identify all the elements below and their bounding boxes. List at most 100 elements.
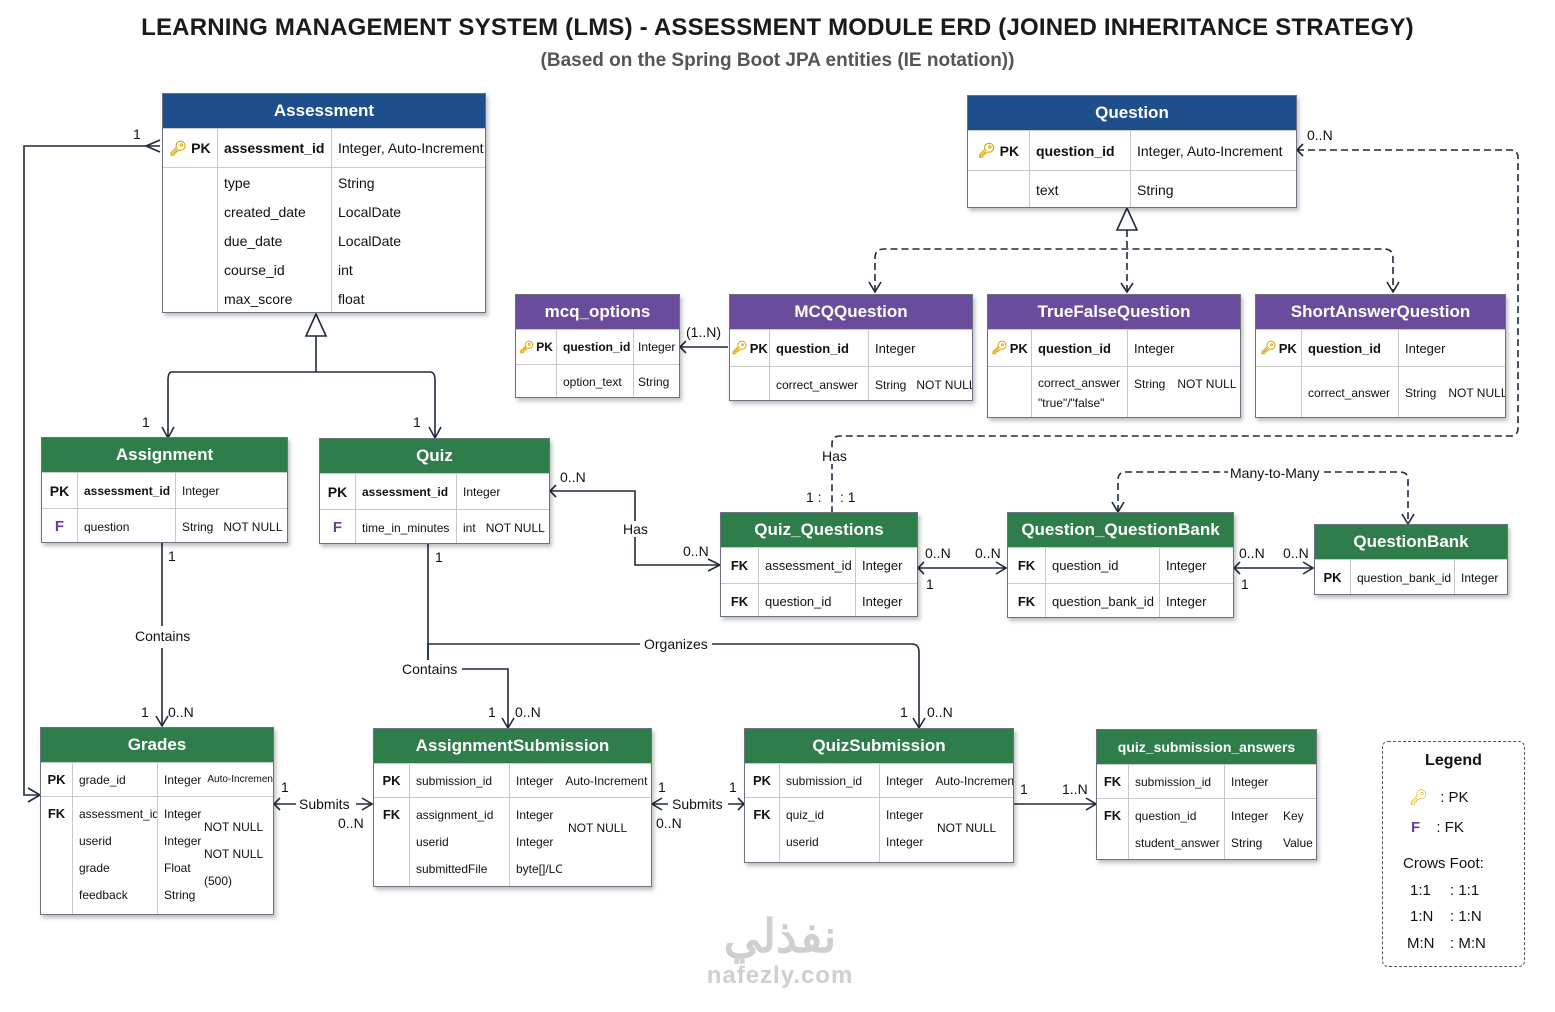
field-constraint: Auto-Increment — [565, 773, 648, 788]
field-type: Integer — [516, 835, 554, 849]
pk-marker: PK — [41, 763, 73, 796]
cardinality-label: 0..N — [927, 704, 953, 720]
rel-label-submits: Submits — [297, 796, 352, 812]
field-name: question — [78, 509, 176, 542]
entity-question-questionbank: Question_QuestionBank FK question_id Int… — [1007, 512, 1234, 618]
field-type: float — [338, 291, 365, 307]
cardinality-label: 1 — [900, 704, 908, 720]
cardinality-label: 1 — [729, 779, 737, 795]
pk-marker: 🔑︎PK — [968, 131, 1030, 170]
entity-title: Question_QuestionBank — [1008, 513, 1233, 547]
field-constraint: Value — [1283, 836, 1313, 850]
field-constraint: Auto-Increment — [935, 773, 1013, 788]
cardinality-label: 1 — [488, 704, 496, 720]
question-inheritance-line — [874, 230, 1394, 292]
field-constraint: NOT NULL — [485, 520, 545, 535]
entity-title: MCQQuestion — [730, 295, 972, 329]
field-name: question_id — [759, 584, 856, 616]
question-inheritance-triangle — [1115, 206, 1139, 231]
entity-title: mcq_options — [516, 295, 679, 329]
cardinality-label: 0..N — [683, 543, 709, 559]
pk-field: question_id — [1030, 131, 1131, 170]
assessment-inheritance-triangle — [304, 312, 328, 337]
cardinality-label: 1 — [658, 779, 666, 795]
field-type: String — [338, 175, 375, 191]
field-type: LocalDate — [338, 204, 402, 220]
field-type: String — [1405, 386, 1437, 400]
field-name: question_bank_id — [1351, 560, 1455, 594]
pk-type: Integer — [1134, 340, 1175, 356]
pk-field: assessment_id — [356, 474, 457, 509]
entity-quiz: Quiz PK assessment_id Integer F time_in_… — [319, 438, 550, 544]
field-name: type — [224, 175, 251, 191]
pk-marker: PK — [1315, 560, 1351, 594]
entity-title: AssignmentSubmission — [374, 729, 651, 763]
field-type: Integer — [164, 834, 202, 848]
field-type: int — [338, 262, 353, 278]
pk-field: question_id — [1032, 330, 1128, 366]
watermark-latin: nafezly.com — [706, 962, 854, 989]
quiz-organizes-line — [427, 643, 920, 728]
key-icon: 🔑︎ — [991, 340, 1008, 355]
entity-title: Quiz_Questions — [721, 513, 917, 547]
cardinality-label: 0..N — [515, 704, 541, 720]
pk-type: Integer, Auto-Increment — [338, 140, 484, 156]
pk-type: Integer, Auto-Increment — [1137, 142, 1283, 159]
field-type: int — [463, 520, 476, 535]
legend-row: 1:N: 1:N — [1410, 908, 1482, 925]
field-constraint: Key — [1283, 809, 1304, 823]
entity-title: QuizSubmission — [745, 729, 1013, 763]
entity-title: TrueFalseQuestion — [988, 295, 1240, 329]
fk-marker: FK — [721, 584, 759, 616]
field-type: Integer — [463, 484, 501, 499]
cardinality-label: 0..N — [338, 815, 364, 831]
field-constraint: NOT NULL — [916, 377, 972, 392]
fk-marker: FK — [1008, 548, 1046, 583]
field-type: String — [1231, 836, 1263, 850]
field-type: Integer — [886, 773, 924, 788]
field-type: Integer — [1166, 594, 1207, 609]
cardinality-label: 0..N — [1239, 545, 1265, 561]
entity-assignment: Assignment PK assessment_id Integer F qu… — [41, 437, 288, 543]
pk-type: Integer — [638, 340, 676, 354]
field-name: correct_answer — [1302, 367, 1399, 417]
entity-quiz-submission-answers: quiz_submission_answers FK submission_id… — [1096, 729, 1317, 860]
field-type: Integer — [1166, 558, 1207, 573]
entity-assignment-submission: AssignmentSubmission PK submission_id In… — [373, 728, 652, 887]
field-name: quiz_id — [786, 808, 825, 822]
field-name: question_id — [1135, 809, 1197, 823]
field-type: Integer — [862, 558, 903, 573]
question-quizquestions-line — [831, 149, 1519, 512]
fk-marker: FK — [1097, 765, 1129, 798]
pk-marker: PK — [320, 474, 356, 509]
cardinality-label: 0..N — [925, 545, 951, 561]
field-name: userid — [79, 834, 112, 848]
field-name: userid — [416, 835, 449, 849]
field-type: String — [875, 377, 907, 392]
legend-pk: 🔑︎ : PK — [1409, 789, 1469, 806]
field-name: userid — [786, 835, 819, 849]
rel-label-has: Has — [621, 521, 650, 537]
legend-crows-title: Crows Foot: — [1403, 855, 1484, 872]
field-name: correct_answer — [1038, 376, 1121, 390]
field-constraint: NOT NULL — [204, 820, 264, 834]
entity-title: Quiz — [320, 439, 549, 473]
field-type: String — [182, 519, 214, 534]
pk-field: assessment_id — [218, 129, 332, 167]
fk-marker: FK — [41, 797, 73, 914]
fk-marker: FK — [1008, 584, 1046, 617]
entity-title: Question — [968, 96, 1296, 130]
fk-marker: F — [42, 509, 78, 542]
field-type: Integer — [164, 807, 202, 821]
field-type: String — [1134, 377, 1166, 391]
pk-marker: 🔑︎PK — [988, 330, 1032, 366]
field-name: question_bank_id — [1046, 584, 1160, 617]
field-type: Integer — [516, 773, 554, 788]
cardinality-label: 1 — [133, 126, 141, 142]
cardinality-label: 1 : — [806, 489, 822, 505]
rel-label-has: Has — [820, 448, 849, 464]
field-constraint: NOT NULL — [568, 821, 628, 835]
cardinality-label: 0..N — [1283, 545, 1309, 561]
field-type: byte[]/LOB — [516, 862, 562, 876]
